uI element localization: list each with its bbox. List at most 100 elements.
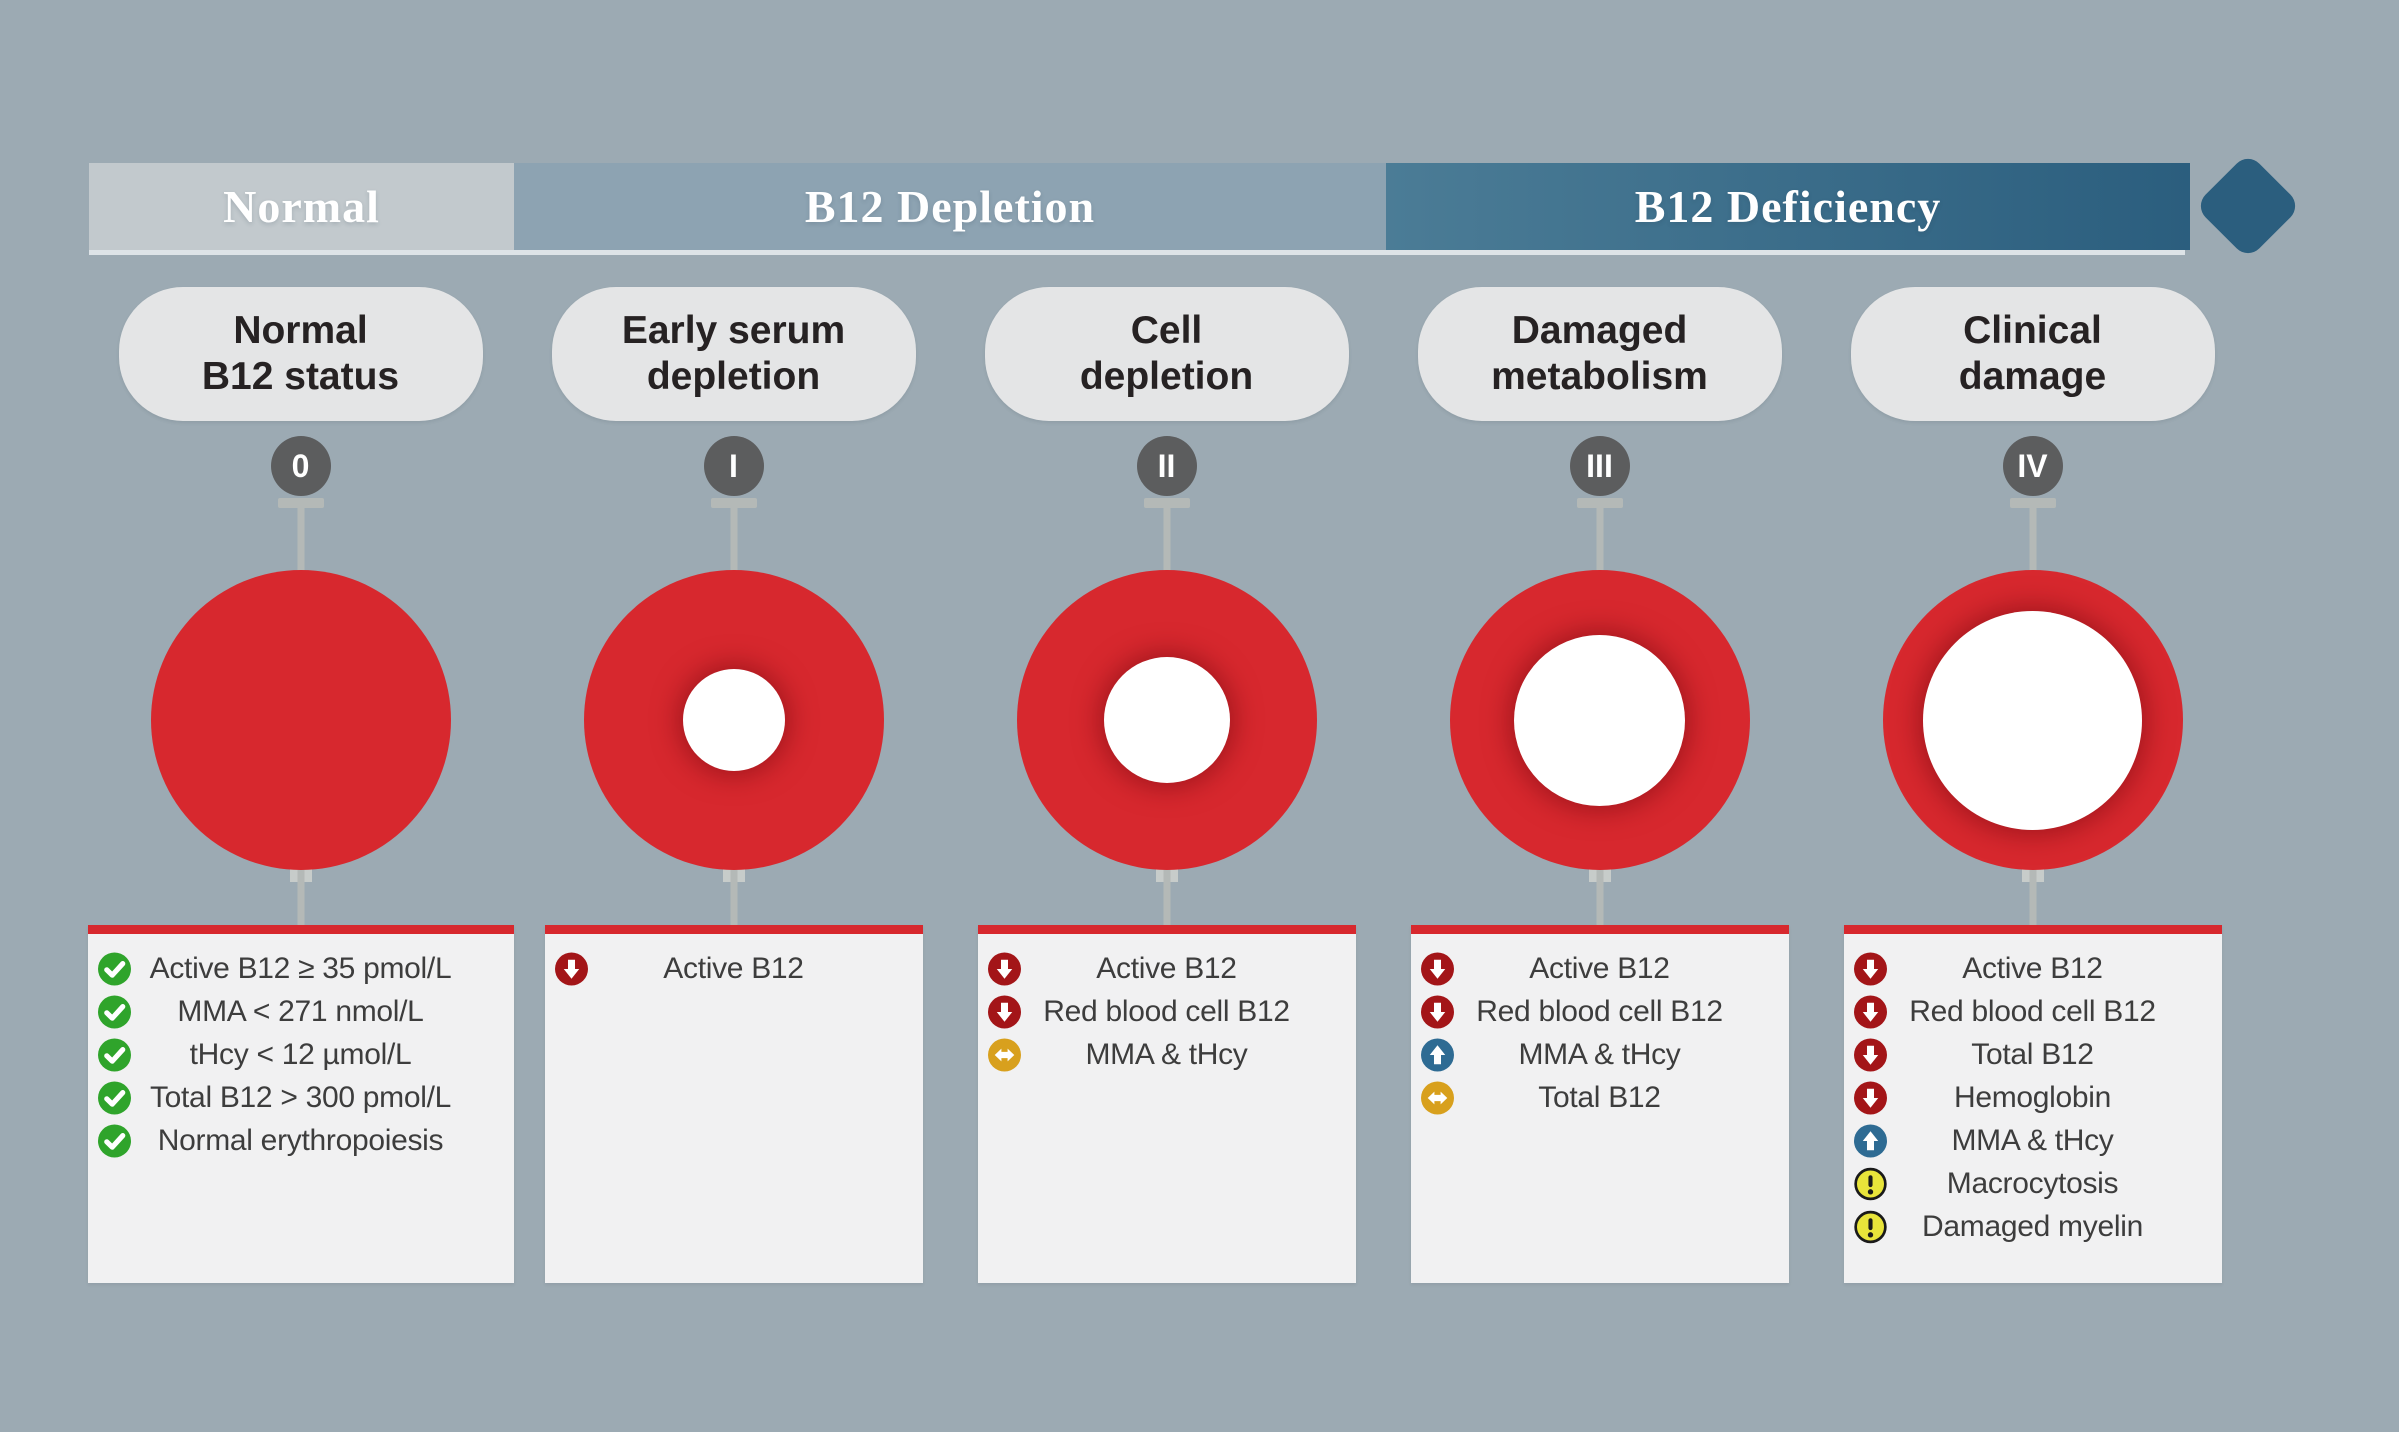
up-arrow-icon (1420, 1038, 1454, 1071)
stage-pill-line2: metabolism (1491, 355, 1708, 398)
card-item-label: Active B12 ≥ 35 pmol/L (149, 952, 452, 985)
card-item: MMA & tHcy (1411, 1033, 1789, 1076)
stage-pill-line2: depletion (1079, 355, 1254, 398)
card-item: MMA < 271 nmol/L (88, 990, 514, 1033)
stage-pill-line2: depletion (646, 355, 821, 398)
card-item: Hemoglobin (1844, 1076, 2222, 1119)
connector-line (730, 506, 737, 572)
down-arrow-icon (1420, 995, 1454, 1028)
card-item-label: Active B12 (663, 952, 804, 985)
b12-cell-circle (1882, 570, 2183, 870)
card-item-label: Active B12 (1529, 952, 1670, 985)
stage-number-badge: 0 (270, 436, 331, 496)
stage-pill-line2: damage (1958, 355, 2107, 398)
stage-pill-line1: Damaged (1511, 308, 1688, 352)
card-item-label: Total B12 > 300 pmol/L (149, 1081, 452, 1114)
down-arrow-icon (987, 995, 1021, 1028)
stage-pill: Early serum depletion (551, 287, 916, 421)
left-right-arrow-icon (987, 1038, 1021, 1071)
card-item-label: Red blood cell B12 (1476, 995, 1723, 1028)
card-item: Active B12 ≥ 35 pmol/L (88, 947, 514, 990)
card-item-label: Active B12 (1962, 952, 2103, 985)
check-icon (97, 1038, 131, 1071)
stage-pill-line1: Cell (1130, 308, 1203, 352)
card-item: tHcy < 12 µmol/L (88, 1033, 514, 1076)
card-item-label: Damaged myelin (1922, 1210, 2143, 1243)
banner-underline (89, 250, 2185, 255)
connector-line (1596, 506, 1603, 572)
stage-number-badge: I (703, 436, 764, 496)
connector-line (297, 868, 304, 926)
stage-number-badge: IV (2002, 436, 2063, 496)
card-item-label: Macrocytosis (1946, 1167, 2119, 1200)
card-item-label: Active B12 (1096, 952, 1237, 985)
card-item: Macrocytosis (1844, 1162, 2222, 1205)
down-arrow-icon (554, 952, 588, 985)
card-item: Total B12 (1844, 1033, 2222, 1076)
card-item: Damaged myelin (1844, 1205, 2222, 1248)
banner-arrow-head (2194, 152, 2302, 260)
connector-line (2029, 506, 2036, 572)
card-item: Normal erythropoiesis (88, 1119, 514, 1162)
down-arrow-icon (1853, 952, 1887, 985)
check-icon (97, 1124, 131, 1157)
b12-cell-circle (583, 570, 884, 870)
stage-pill: Clinical damage (1850, 287, 2215, 421)
stages-row: Normal B12 status 0 Active B12 ≥ 35 pmol… (84, 287, 2249, 1297)
card-item-label: Red blood cell B12 (1043, 995, 1290, 1028)
check-icon (97, 995, 131, 1028)
left-right-arrow-icon (1420, 1081, 1454, 1114)
stage-pill-line1: Clinical (1963, 308, 2102, 352)
connector-line (297, 506, 304, 572)
card-item: Total B12 (1411, 1076, 1789, 1119)
stage-card: Active B12 (544, 925, 923, 1283)
banner-segment-label: B12 Depletion (804, 181, 1096, 232)
card-item-label: Hemoglobin (1953, 1081, 2112, 1114)
banner-segment-label: Normal (223, 181, 380, 232)
card-item-label: MMA & tHcy (1518, 1038, 1681, 1071)
card-item-label: MMA < 271 nmol/L (177, 995, 424, 1028)
card-item: Total B12 > 300 pmol/L (88, 1076, 514, 1119)
connector-line (1596, 868, 1603, 926)
card-item-label: Total B12 (1538, 1081, 1661, 1114)
depletion-hole (1103, 657, 1230, 783)
banner-segment-normal: Normal (89, 163, 514, 250)
stage-number-badge: II (1136, 436, 1197, 496)
connector-bar (1143, 498, 1190, 508)
b12-cell-circle (1016, 570, 1317, 870)
connector-line (2029, 868, 2036, 926)
down-arrow-icon (1420, 952, 1454, 985)
card-item-label: tHcy < 12 µmol/L (189, 1038, 412, 1071)
connector-line (1163, 868, 1170, 926)
warning-icon (1853, 1167, 1887, 1200)
banner-segment-label: B12 Deficiency (1634, 181, 1942, 232)
card-item-label: MMA & tHcy (1951, 1124, 2114, 1157)
stage-pill-line1: Early serum (621, 308, 846, 352)
card-item-label: MMA & tHcy (1085, 1038, 1248, 1071)
card-item: MMA & tHcy (1844, 1119, 2222, 1162)
card-item-label: Total B12 (1971, 1038, 2094, 1071)
card-item-label: Normal erythropoiesis (157, 1124, 444, 1157)
down-arrow-icon (1853, 1038, 1887, 1071)
banner-segment-depletion: B12 Depletion (514, 163, 1386, 250)
card-item: Red blood cell B12 (978, 990, 1356, 1033)
stage-column: Normal B12 status 0 Active B12 ≥ 35 pmol… (84, 287, 517, 1297)
stage-pill-line2: B12 status (201, 355, 400, 398)
depletion-hole (1923, 610, 2142, 830)
depletion-hole (682, 669, 785, 771)
stage-card: Active B12 ≥ 35 pmol/L MMA < 271 nmol/L tH… (87, 925, 514, 1283)
connector-bar (2009, 498, 2056, 508)
card-item: Red blood cell B12 (1844, 990, 2222, 1033)
card-item: MMA & tHcy (978, 1033, 1356, 1076)
stage-number-badge: III (1569, 436, 1630, 496)
banner-segment-deficiency: B12 Deficiency (1386, 163, 2190, 250)
card-item-label: Red blood cell B12 (1909, 995, 2156, 1028)
connector-bar (710, 498, 757, 508)
down-arrow-icon (1853, 1081, 1887, 1114)
card-item: Active B12 (1411, 947, 1789, 990)
